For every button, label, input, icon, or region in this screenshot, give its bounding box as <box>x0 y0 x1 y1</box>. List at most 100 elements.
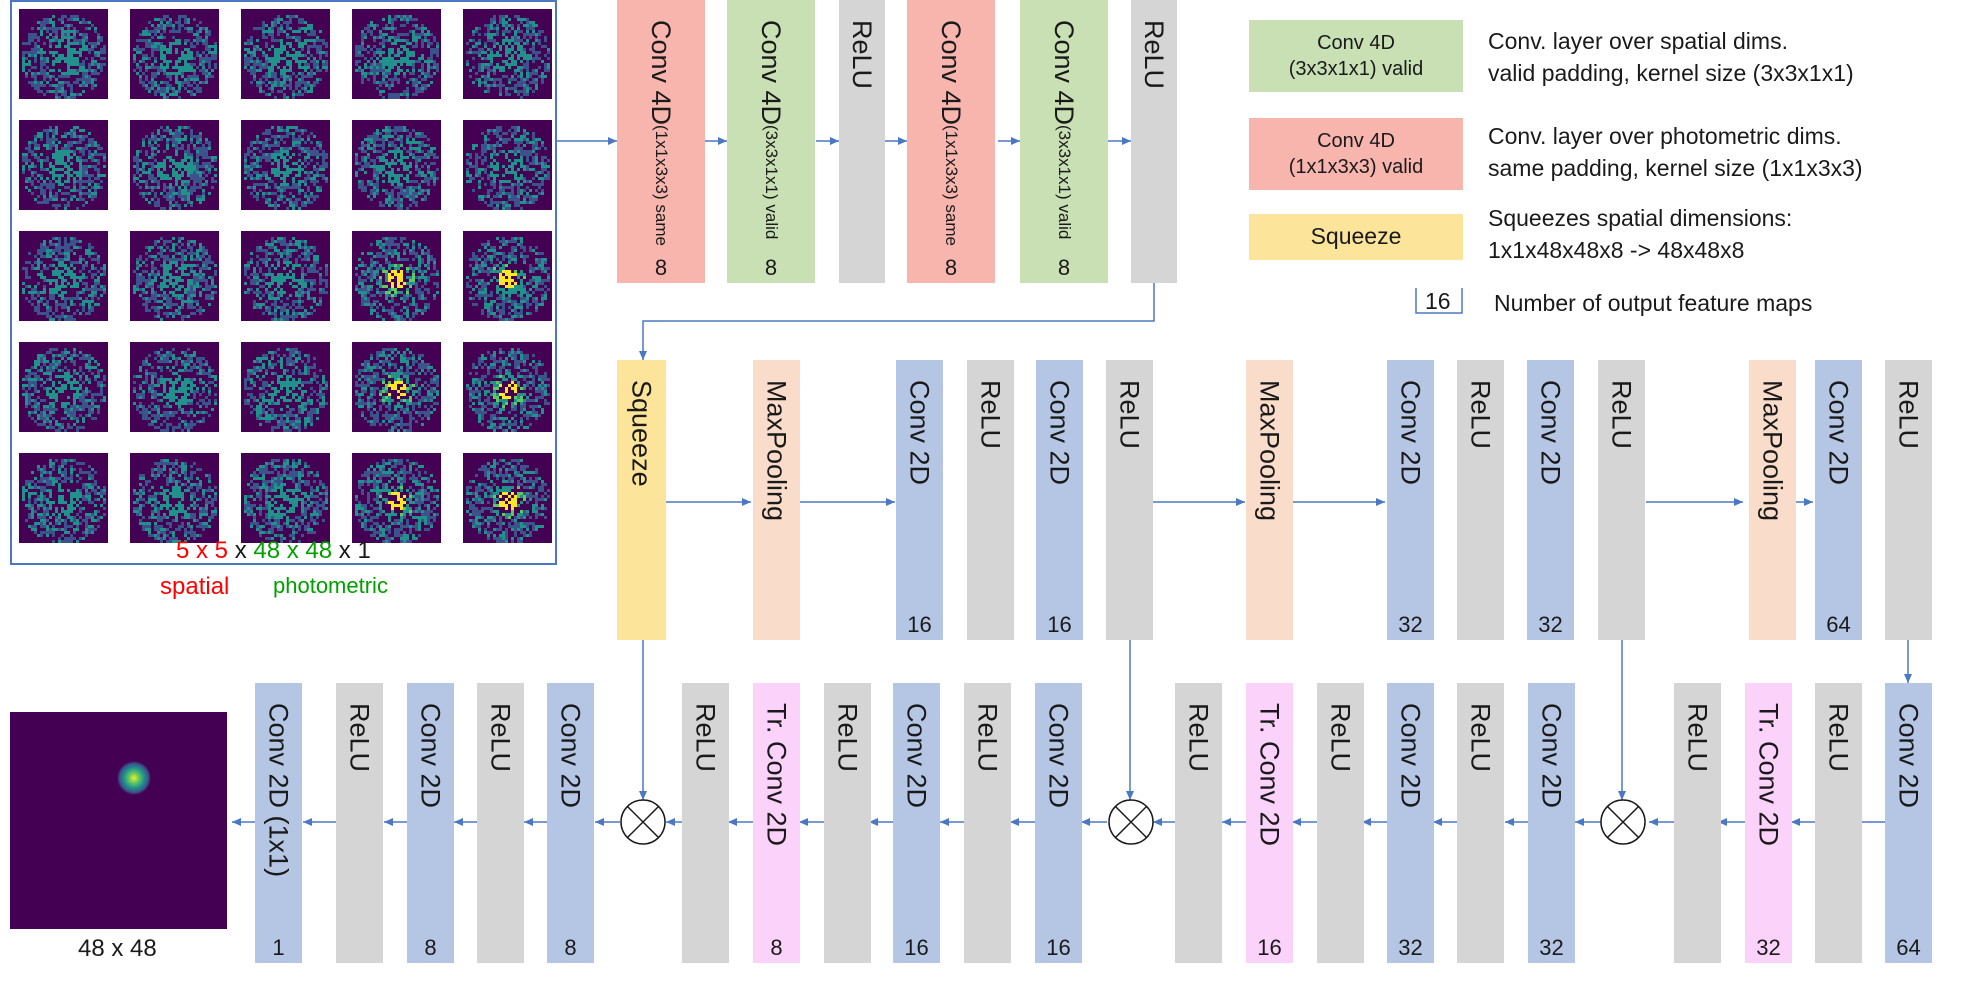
bottom-layer-20-relu-label: ReLU <box>1823 703 1854 773</box>
input-tile <box>19 231 108 321</box>
bottom-layer-12-relu: ReLU <box>1175 683 1222 963</box>
bottom-layer-9-conv-2d-label: Conv 2D <box>901 703 932 809</box>
mid-layer-3-conv-2d-feature-maps: 16 <box>907 612 932 637</box>
input-tile <box>463 453 552 543</box>
bottom-layer-4-relu: ReLU <box>477 683 524 963</box>
legend-conv4d-photo-desc-2: same padding, kernel size (1x1x3x3) <box>1488 155 1863 182</box>
bottom-layer-8-relu-label: ReLU <box>832 703 863 773</box>
input-tile <box>19 342 108 432</box>
input-tile <box>241 342 330 432</box>
legend-conv4d-spatial-sub: (3x3x1x1) valid <box>1288 58 1424 80</box>
bottom-layer-19-tr-conv-2d: Tr. Conv 2D 32 <box>1745 683 1792 963</box>
mid-layer-4-relu-label: ReLU <box>975 380 1006 450</box>
mid-layer-4-relu: ReLU <box>967 360 1014 640</box>
top-layer-2-conv-4d-label: Conv 4D <box>756 20 787 126</box>
bottom-layer-1-conv-2d-1x1: Conv 2D (1x1)1 <box>255 683 302 963</box>
bottom-layer-7-tr-conv-2d-label: Tr. Conv 2D <box>761 703 792 847</box>
mid-layer-3-conv-2d-label: Conv 2D <box>904 380 935 486</box>
bottom-layer-12-relu-label: ReLU <box>1183 703 1214 773</box>
mid-layer-5-conv-2d-label: Conv 2D <box>1044 380 1075 486</box>
mid-layer-8-conv-2d-label: Conv 2D <box>1395 380 1426 486</box>
mid-layer-5-conv-2d-feature-maps: 16 <box>1047 612 1072 637</box>
legend-conv4d-photo-desc: Conv. layer over photometric dims. same … <box>1488 120 1863 184</box>
top-layer-2-conv-4d-feature-maps: 8 <box>764 255 778 280</box>
top-layer-5-conv-4d-feature-maps: 8 <box>1057 255 1071 280</box>
bottom-layer-14-relu-label: ReLU <box>1325 703 1356 773</box>
spatial-label: spatial <box>160 573 230 600</box>
top-layer-1-conv-4d-feature-maps: 8 <box>654 255 668 280</box>
input-tile <box>19 453 108 543</box>
bottom-layer-11-conv-2d-label: Conv 2D <box>1043 703 1074 809</box>
legend-feature-map-number: 16 <box>1425 288 1451 314</box>
bottom-layer-7-tr-conv-2d: Tr. Conv 2D 8 <box>753 683 800 963</box>
legend-conv4d-spatial-swatch: Conv 4D (3x3x1x1) valid <box>1249 20 1463 92</box>
top-layer-4-conv-4d-label: Conv 4D <box>936 20 967 126</box>
bottom-layer-21-conv-2d-feature-maps: 64 <box>1896 935 1921 960</box>
bottom-layer-2-relu-label: ReLU <box>344 703 375 773</box>
input-tile <box>130 120 219 210</box>
mid-layer-9-relu-label: ReLU <box>1465 380 1496 450</box>
mid-layer-2-maxpooling: MaxPooling <box>753 360 800 640</box>
input-tile <box>352 453 441 543</box>
bottom-layer-3-conv-2d-label: Conv 2D <box>415 703 446 809</box>
bottom-layer-9-conv-2d-feature-maps: 16 <box>904 935 929 960</box>
bottom-layer-7-tr-conv-2d-feature-maps: 8 <box>770 935 783 960</box>
input-tile <box>352 120 441 210</box>
photometric-dims: 48 x 48 <box>253 537 333 564</box>
bottom-layer-10-relu-label: ReLU <box>972 703 1003 773</box>
mid-layer-5-conv-2d: Conv 2D 16 <box>1036 360 1083 640</box>
bottom-layer-6-relu: ReLU <box>682 683 729 963</box>
legend-conv4d-spatial-desc-1: Conv. layer over spatial dims. <box>1488 28 1788 54</box>
multiply-icon-3 <box>1600 799 1646 845</box>
top-layer-6-relu: ReLU <box>1131 0 1177 283</box>
bottom-layer-20-relu: ReLU <box>1815 683 1862 963</box>
bottom-layer-9-conv-2d: Conv 2D 16 <box>893 683 940 963</box>
mid-layer-12-maxpooling: MaxPooling <box>1749 360 1796 640</box>
input-tile <box>130 342 219 432</box>
output-heatmap <box>10 712 227 929</box>
mid-layer-10-conv-2d-feature-maps: 32 <box>1538 612 1563 637</box>
input-tile <box>19 120 108 210</box>
mid-layer-1-squeeze-label: Squeeze <box>626 380 657 487</box>
legend-squeeze-swatch: Squeeze <box>1249 214 1463 260</box>
legend-feature-map-desc: Number of output feature maps <box>1494 290 1813 316</box>
bottom-layer-11-conv-2d-feature-maps: 16 <box>1046 935 1071 960</box>
multiply-icon-2 <box>1108 799 1154 845</box>
bottom-layer-14-relu: ReLU <box>1317 683 1364 963</box>
top-layer-6-relu-label: ReLU <box>1139 20 1170 90</box>
bottom-layer-10-relu: ReLU <box>964 683 1011 963</box>
bottom-layer-19-tr-conv-2d-feature-maps: 32 <box>1756 935 1781 960</box>
bottom-layer-6-relu-label: ReLU <box>690 703 721 773</box>
top-layer-2-conv-4d-params: (3x3x1x1) valid <box>761 125 781 240</box>
mid-layer-14-relu: ReLU <box>1885 360 1932 640</box>
mid-layer-11-relu: ReLU <box>1598 360 1645 640</box>
channel-dim: x 1 <box>332 537 371 564</box>
top-layer-2-conv-4d: Conv 4D(3x3x1x1) valid 8 <box>727 0 815 283</box>
legend-squeeze-title: Squeeze <box>1310 223 1402 250</box>
legend-squeeze-desc: Squeezes spatial dimensions: 1x1x48x48x8… <box>1488 202 1792 266</box>
top-layer-4-conv-4d-feature-maps: 8 <box>944 255 958 280</box>
bottom-layer-19-tr-conv-2d-label: Tr. Conv 2D <box>1753 703 1784 847</box>
input-tile <box>352 9 441 99</box>
bottom-layer-18-relu-label: ReLU <box>1682 703 1713 773</box>
legend-squeeze-desc-1: Squeezes spatial dimensions: <box>1488 205 1793 231</box>
legend-conv4d-spatial-desc: Conv. layer over spatial dims. valid pad… <box>1488 25 1854 89</box>
bottom-layer-13-tr-conv-2d-label: Tr. Conv 2D <box>1254 703 1285 847</box>
top-layer-3-relu: ReLU <box>839 0 885 283</box>
mid-layer-6-relu: ReLU <box>1106 360 1153 640</box>
input-tile <box>463 231 552 321</box>
bottom-layer-18-relu: ReLU <box>1674 683 1721 963</box>
top-layer-3-relu-label: ReLU <box>847 20 878 90</box>
mid-layer-3-conv-2d: Conv 2D 16 <box>896 360 943 640</box>
input-dims-caption: 5 x 5 x 48 x 48 x 1 <box>176 537 371 565</box>
